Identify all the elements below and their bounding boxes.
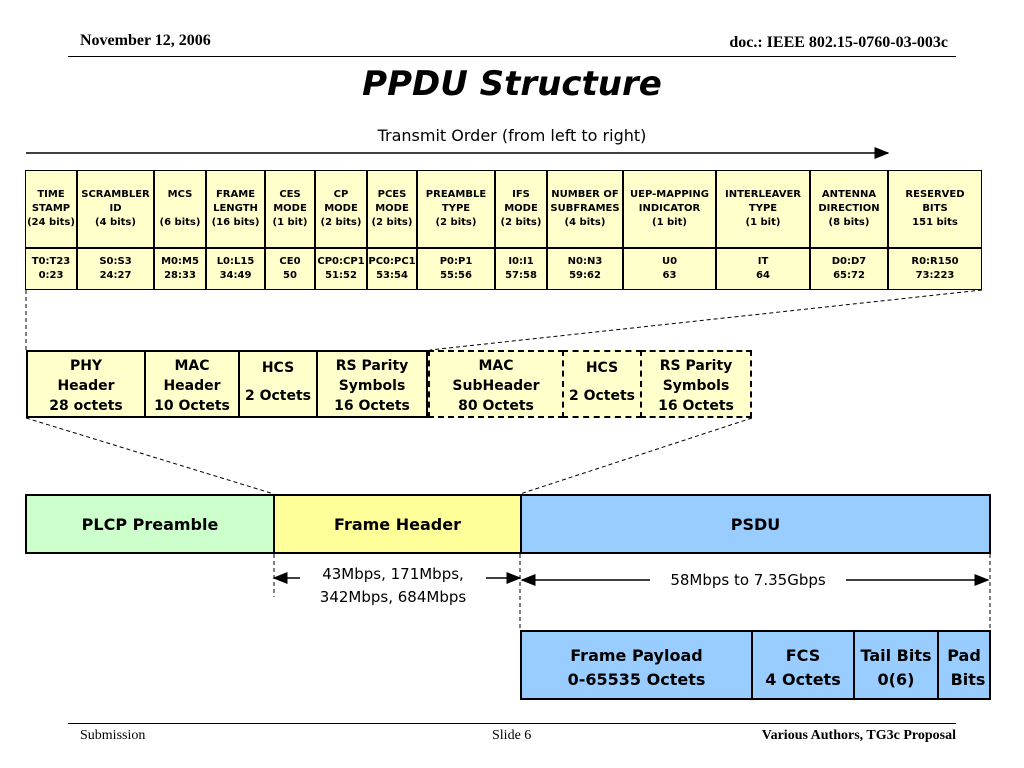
psdu-block: PSDU	[520, 494, 991, 554]
footer-submission: Submission	[80, 728, 146, 743]
psdu-rate-label: 58Mbps to 7.35Gbps	[650, 571, 846, 589]
transmit-order-label: Transmit Order (from left to right)	[377, 126, 647, 145]
expand-line-right-mid	[519, 417, 753, 495]
slide-title: PPDU Structure	[362, 64, 662, 104]
footer-divider	[68, 723, 956, 724]
document-id: doc.: IEEE 802.15-0760-03-003c	[729, 34, 948, 51]
slide-date: November 12, 2006	[80, 32, 211, 49]
expand-line-right-top	[429, 289, 983, 351]
field-name-mcs: MCS (6 bits)	[154, 170, 206, 248]
header-rate-label: 43Mbps, 171Mbps,342Mbps, 684Mbps	[300, 563, 486, 609]
frame-header-block: Frame Header	[273, 494, 522, 554]
header-divider	[68, 56, 956, 57]
footer-authors: Various Authors, TG3c Proposal	[761, 728, 956, 743]
expand-line-left-mid	[25, 417, 275, 495]
plcp-preamble-block: PLCP Preamble	[25, 494, 275, 554]
footer-slide-number: Slide 6	[492, 728, 532, 743]
